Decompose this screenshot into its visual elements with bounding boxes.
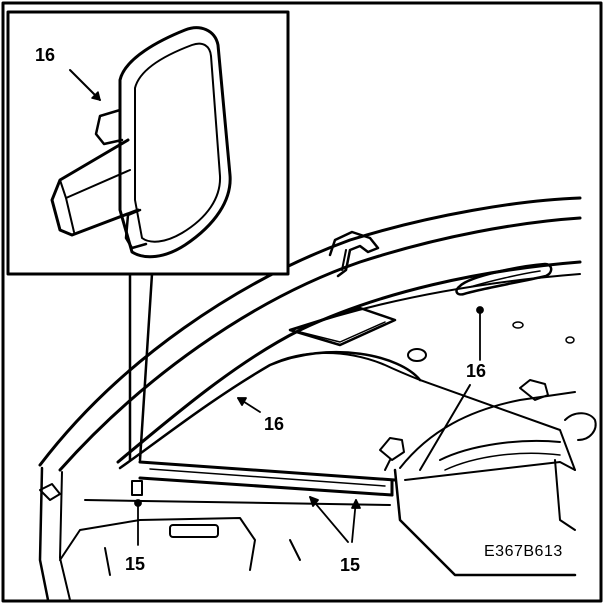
a-pillar-outer: [38, 466, 50, 602]
callout-16-inset: 16: [35, 45, 56, 65]
headliner-rear-slope: [419, 379, 576, 471]
grab-handle-slot-inner: [469, 270, 541, 288]
headliner-lower-edge: [118, 350, 422, 470]
lower-sill: [84, 499, 391, 506]
rear-panel: [393, 468, 577, 577]
callout-15-right: 15: [340, 555, 361, 575]
leader-right-rail-head-a: [309, 496, 319, 507]
coat-hook-stem: [341, 249, 347, 271]
headliner-fastener: [407, 348, 427, 362]
trim-strip-lower: [138, 476, 394, 497]
rear-panel-inner: [404, 461, 576, 481]
side-clip: [379, 437, 405, 461]
lower-edge: [104, 547, 111, 576]
leader-right-rail-head-b: [351, 499, 361, 509]
corner-bracket: [39, 483, 61, 501]
inset-clip-pad-face: [134, 42, 222, 243]
roof-console-shade: [299, 321, 386, 343]
figure-id: E367B613: [484, 543, 563, 560]
inset-front-tab-top: [65, 169, 131, 199]
roof-console: [288, 306, 397, 347]
inset-front-tab: [50, 138, 140, 237]
lower-grille: [169, 524, 219, 538]
lower-recess: [289, 539, 301, 561]
lower-door-outline: [59, 517, 256, 571]
rear-panel-edge: [554, 459, 576, 531]
roof-inner-edge: [58, 216, 582, 472]
headliner-fastener: [512, 321, 524, 329]
inset-leader: [128, 272, 154, 462]
leader-right-rail-a: [309, 496, 349, 543]
callout-leaders: [134, 306, 484, 546]
callout-15-left: 15: [125, 554, 146, 574]
headliner-diagonal: [419, 384, 471, 471]
a-pillar-inner: [59, 471, 71, 601]
grab-handle-slot: [455, 262, 553, 296]
rear-trim: [439, 439, 561, 461]
trim-strip-upper: [138, 460, 397, 482]
inset-clip-pad: [118, 26, 232, 259]
headliner-side-curve: [269, 352, 421, 381]
coat-hook: [328, 230, 380, 278]
inset-bottom-nub: [124, 208, 148, 250]
leader-roof-dot: [476, 306, 484, 314]
trim-strip-highlight: [149, 468, 386, 487]
leader-left-rail-dot: [134, 499, 142, 507]
callout-16-pillar: 16: [264, 414, 285, 434]
leader-pillar-head: [237, 397, 247, 406]
side-clip-stem: [384, 459, 391, 471]
rear-trim-inner: [444, 452, 561, 471]
headliner-front-edge: [116, 260, 582, 464]
inset-panel: [6, 10, 290, 462]
trim-strip: [131, 460, 397, 497]
headliner-fastener: [565, 336, 575, 344]
inset-top-nub: [94, 108, 124, 146]
trim-strip-clip: [131, 480, 143, 496]
rear-handle: [564, 412, 597, 441]
vehicle-body: [38, 196, 597, 602]
headliner-crease: [399, 391, 576, 469]
inset-callout-arrowhead: [91, 91, 101, 101]
callout-16-roof: 16: [466, 361, 487, 381]
rear-clip: [519, 379, 549, 401]
inset-frame: [6, 10, 290, 276]
